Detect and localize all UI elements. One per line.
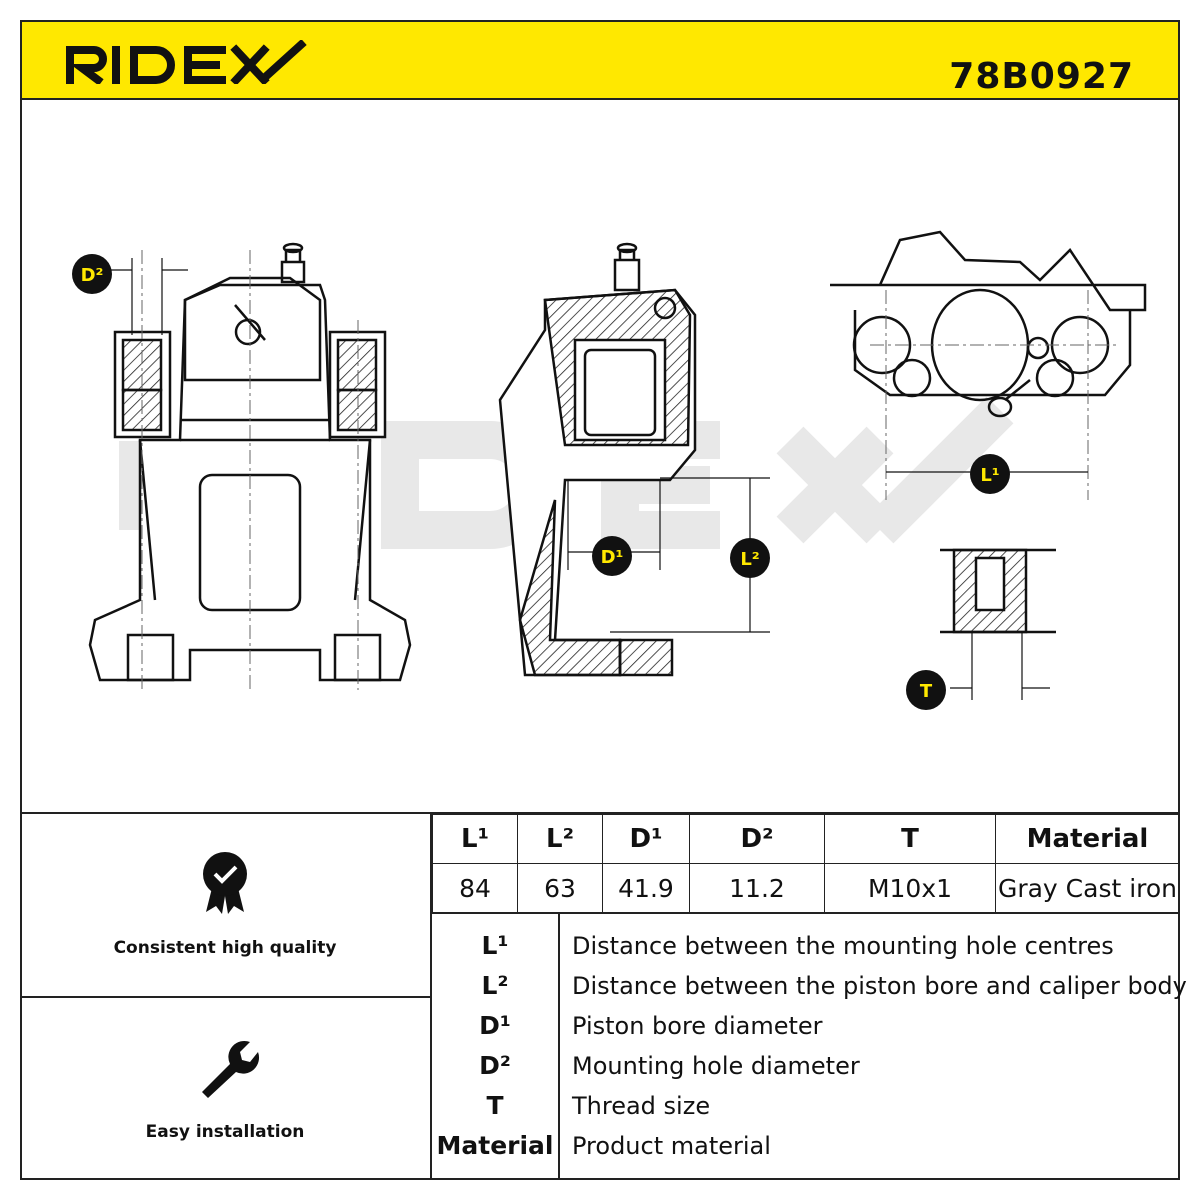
spec-value-d1: 41.9 <box>602 863 690 913</box>
legend-desc: Distance between the piston bore and cal… <box>572 972 1187 1000</box>
legend-key: D² <box>479 1051 511 1080</box>
legend-key: D¹ <box>479 1011 511 1040</box>
badge-d2: D² <box>72 254 112 294</box>
legend-divider <box>558 914 560 1180</box>
spec-header-material: Material <box>995 814 1180 864</box>
badge-l1-label: L¹ <box>980 465 999 486</box>
header-bar: 78B0927 <box>20 20 1180 100</box>
legend: L¹ Distance between the mounting hole ce… <box>432 914 1187 1180</box>
badge-l2: L² <box>730 538 770 578</box>
front-view <box>88 242 412 690</box>
legend-row: T Thread size <box>432 1086 1180 1126</box>
legend-key: Material <box>436 1131 554 1160</box>
top-view <box>830 230 1147 500</box>
spec-value-d2: 11.2 <box>689 863 825 913</box>
legend-key: T <box>486 1091 504 1120</box>
caliper-drawing: D² D¹ L² L¹ T <box>72 230 1147 710</box>
section-divider <box>20 812 1180 814</box>
thread-detail <box>940 548 1056 700</box>
feature-installation-label: Easy installation <box>145 1122 305 1142</box>
spec-header-d2: D² <box>689 814 825 864</box>
legend-key: L¹ <box>481 931 509 960</box>
specs-value-row: 84 63 41.9 11.2 M10x1 Gray Cast iron <box>432 863 1180 913</box>
panel-divider <box>430 814 432 1180</box>
spec-value-l2: 63 <box>517 863 603 913</box>
badge-t: T <box>906 670 946 710</box>
spec-header-l1: L¹ <box>432 814 518 864</box>
wrench-icon <box>202 1040 260 1098</box>
legend-key: L² <box>481 971 509 1000</box>
spec-header-t: T <box>824 814 996 864</box>
feature-divider <box>20 996 430 998</box>
legend-desc: Product material <box>572 1132 771 1160</box>
badge-d1: D¹ <box>592 536 632 576</box>
spec-value-l1: 84 <box>432 863 518 913</box>
badge-l2-label: L² <box>740 549 759 570</box>
specs-table: L¹ L² D¹ D² T Material 84 63 41.9 11.2 M… <box>432 814 1180 913</box>
feature-quality-label: Consistent high quality <box>113 938 337 958</box>
specs-header-row: L¹ L² D¹ D² T Material <box>432 814 1180 864</box>
feature-panel: Consistent high quality Easy installatio… <box>20 814 430 1180</box>
badge-d1-label: D¹ <box>601 547 624 568</box>
legend-desc: Thread size <box>572 1092 711 1120</box>
legend-desc: Piston bore diameter <box>572 1012 823 1040</box>
spec-header-l2: L² <box>517 814 603 864</box>
legend-top-border <box>432 912 1180 914</box>
legend-row: D¹ Piston bore diameter <box>432 1006 1180 1046</box>
legend-row: Material Product material <box>432 1126 1180 1166</box>
part-number: 78B0927 <box>949 56 1134 97</box>
legend-row: L¹ Distance between the mounting hole ce… <box>432 926 1180 966</box>
legend-desc: Distance between the mounting hole centr… <box>572 932 1114 960</box>
spec-value-t: M10x1 <box>824 863 996 913</box>
ridex-logo <box>66 40 307 84</box>
legend-row: D² Mounting hole diameter <box>432 1046 1180 1086</box>
spec-value-material: Gray Cast iron <box>995 863 1180 913</box>
legend-row: L² Distance between the piston bore and … <box>432 966 1187 1006</box>
badge-d2-label: D² <box>81 265 104 286</box>
quality-badge-icon <box>203 852 247 914</box>
legend-desc: Mounting hole diameter <box>572 1052 860 1080</box>
badge-l1: L¹ <box>970 454 1010 494</box>
section-view <box>498 242 770 677</box>
spec-header-d1: D¹ <box>602 814 690 864</box>
badge-t-label: T <box>920 681 933 702</box>
